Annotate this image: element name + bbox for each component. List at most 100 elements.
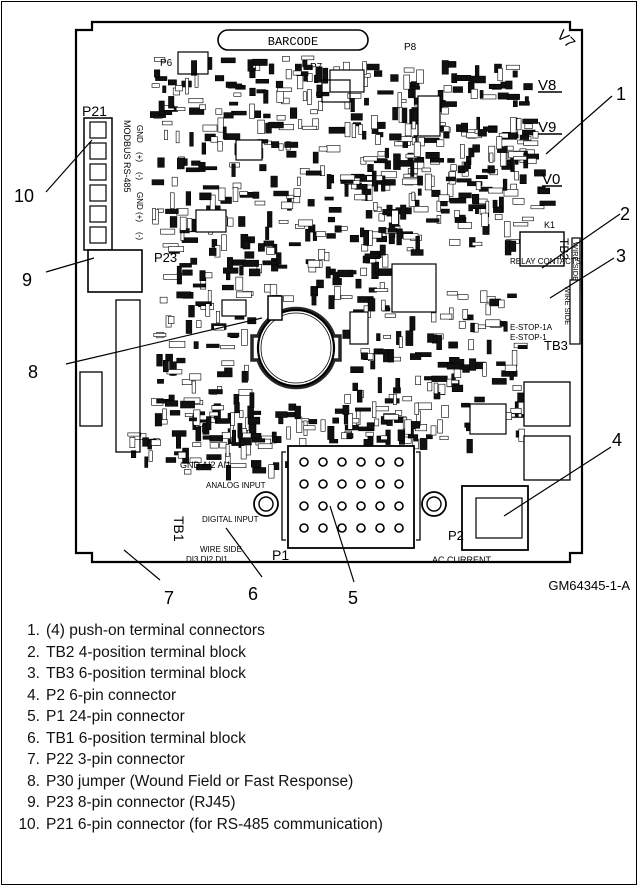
smd-component [374,261,380,275]
smd-component [216,310,220,324]
smd-component [446,378,452,387]
smd-component [347,413,353,430]
smd-component [294,63,302,71]
smd-component [494,214,503,220]
smd-component [259,164,267,172]
smd-component [397,92,402,109]
p6-label: P6 [160,58,173,69]
smd-component [175,107,186,111]
smd-component [358,124,363,135]
smd-component [169,410,181,416]
mounting-screw-left [253,491,279,517]
smd-component [509,240,517,252]
smd-component [350,96,355,113]
p1-pin [299,501,309,511]
smd-component [424,173,432,191]
smd-component [349,235,359,243]
legend-item: 5.P1 24-pin connector [18,706,383,728]
p1-pin [337,479,347,489]
smd-component [456,178,472,183]
callout-7: 7 [164,588,174,608]
p1-pin [299,523,309,533]
smd-component [497,68,503,82]
analog-input-label: ANALOG INPUT [206,481,266,490]
ic-chip [417,95,441,137]
p1-pin [318,479,328,489]
smd-component [433,382,439,394]
smd-component [185,77,189,95]
smd-component [217,371,233,378]
smd-component [176,434,182,449]
smd-component [165,457,177,463]
smd-component [264,284,272,293]
smd-component [387,228,403,233]
smd-component [459,144,465,159]
fuse-holder [79,371,103,427]
smd-component [364,97,369,106]
legend-number: 8. [27,772,40,790]
smd-component [165,208,179,214]
smd-component [383,334,392,339]
smd-component [312,151,319,164]
smd-component [417,188,422,196]
smd-component [222,284,234,291]
smd-component [202,185,220,190]
smd-component [296,416,303,433]
smd-component [242,259,259,267]
smd-component [221,360,235,366]
smd-component [468,339,474,351]
smd-component [164,129,168,140]
smd-component [448,307,454,320]
smd-component [231,163,236,177]
smd-component [378,213,385,222]
smd-component [457,294,469,300]
legend-item: 2.TB2 4-position terminal block [18,642,383,664]
smd-component [394,141,404,147]
smd-component [436,200,441,212]
smd-component [209,442,219,449]
smd-component [424,376,432,381]
smd-component [162,408,167,422]
legend-item: 1.(4) push-on terminal connectors [18,620,383,642]
legend-text: P21 6-pin connector (for RS-485 communic… [46,815,383,833]
smd-component [160,228,176,235]
p6-connector [177,51,209,75]
smd-component [395,377,401,392]
barcode-box [217,29,369,51]
smd-component [223,112,234,119]
smd-component [403,67,415,73]
smd-component [351,123,356,139]
smd-component [530,205,545,210]
smd-component [284,141,299,148]
smd-component [215,75,225,82]
smd-component [389,133,402,141]
svg-text:GND: GND [135,192,144,210]
smd-component [431,189,441,197]
smd-component [152,208,157,221]
smd-component [316,279,324,289]
smd-component [405,330,414,346]
smd-component [458,321,466,329]
smd-component [183,158,188,166]
tb1-label: TB1 [171,516,187,542]
smd-component [377,90,394,95]
smd-component [470,88,478,99]
smd-component [523,83,533,91]
smd-component [437,419,443,434]
smd-component [404,419,412,435]
smd-component [487,187,503,194]
smd-component [451,384,464,393]
barcode-label: BARCODE [268,35,318,49]
smd-component [393,393,397,406]
p1-pin [299,479,309,489]
p1-pin [394,457,404,467]
smd-component [169,361,177,376]
smd-component [352,382,358,392]
smd-component [523,140,539,146]
smd-component [395,410,403,416]
smd-component [242,240,251,250]
smd-component [170,192,175,209]
smd-component [344,122,351,138]
smd-component [229,101,239,106]
